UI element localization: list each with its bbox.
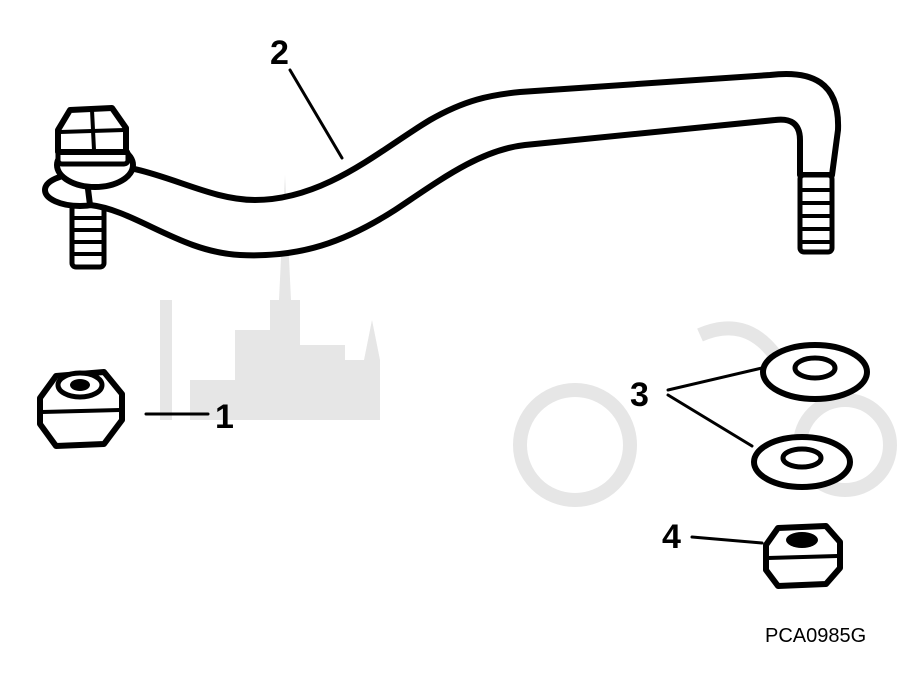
hex-bolt-head xyxy=(55,105,131,167)
left-threaded-stud xyxy=(69,202,107,270)
callout-1: 1 xyxy=(215,398,234,436)
callout-2: 2 xyxy=(270,34,289,72)
flange-nut xyxy=(37,369,125,449)
right-threaded-stud xyxy=(797,172,835,255)
leader-line-4 xyxy=(690,535,764,545)
leader-line-2 xyxy=(288,68,344,160)
flat-washer-bottom xyxy=(751,434,853,490)
arm-body xyxy=(82,71,842,259)
leader-lines xyxy=(144,68,764,545)
part-code: PCA0985G xyxy=(765,625,866,647)
bracket-arm xyxy=(42,71,842,270)
callout-3: 3 xyxy=(630,376,649,414)
leader-line-3b xyxy=(666,393,754,448)
castle-silhouette-icon xyxy=(160,175,380,420)
hex-nut xyxy=(763,523,843,589)
callout-4: 4 xyxy=(662,518,681,556)
leader-line-3a xyxy=(666,366,764,392)
flat-washer-top xyxy=(760,342,870,402)
